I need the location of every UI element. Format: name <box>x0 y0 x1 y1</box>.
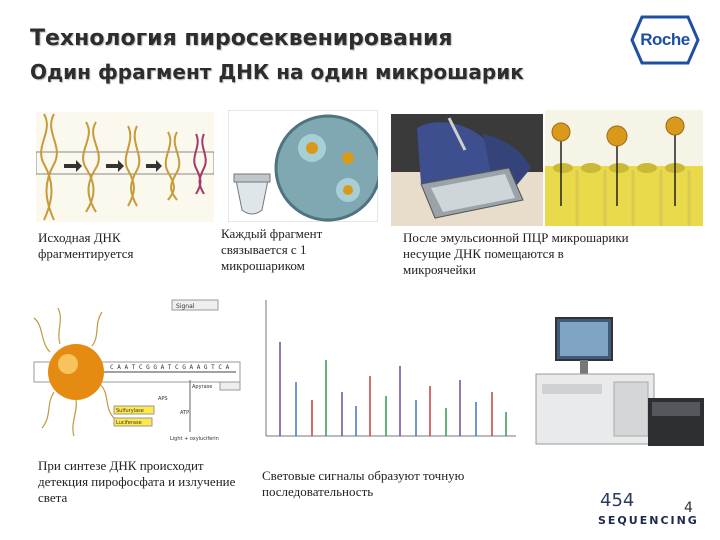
brand-454: 454 <box>600 490 635 511</box>
slide-subtitle: Один фрагмент ДНК на один микрошарик <box>30 60 524 84</box>
caption-emulsion-pcr: После эмульсионной ПЦР микрошарики несущ… <box>403 230 629 277</box>
atp-label: ATP <box>180 410 189 416</box>
apyrase-label: Apyrase <box>192 384 212 390</box>
page-number: 4 <box>684 500 693 516</box>
emulsion-bead-image <box>228 110 378 222</box>
pyrogram-image <box>260 296 520 444</box>
picotiter-plate-image <box>391 114 543 226</box>
caption-light-signals: Световые сигналы образуют точную последо… <box>262 468 465 499</box>
caption-pyro-detection: При синтезе ДНК происходит детекция пиро… <box>38 458 236 505</box>
caption-bead-binding: Каждый фрагмент связывается с 1 микрошар… <box>221 226 323 273</box>
dna-fragmentation-image <box>36 112 214 222</box>
sulfurylase-label: Sulfurylase <box>116 408 144 414</box>
roche-logo: Roche <box>630 14 700 66</box>
logo-text: Roche <box>640 30 690 49</box>
light-label: Light + oxyluciferin <box>170 436 219 442</box>
hexagon-icon <box>630 15 700 65</box>
sequencer-instrument-image <box>528 312 710 452</box>
caption-fragmentation: Исходная ДНК фрагментируется <box>38 230 134 261</box>
brand-sequencing: SEQUENCING <box>598 514 699 527</box>
slide-title: Технология пиросеквенирования <box>30 26 453 51</box>
pyrosequencing-diagram: C A A T C G G A T C G A A G T C A Signal… <box>30 296 244 444</box>
sequence-label: C A A T C G G A T C G A A G T C A <box>110 364 230 371</box>
aps-label: APS <box>158 396 168 402</box>
luciferase-label: Luciferase <box>116 420 142 426</box>
signal-label: Signal <box>176 303 195 310</box>
microwell-beads-image <box>545 110 703 226</box>
